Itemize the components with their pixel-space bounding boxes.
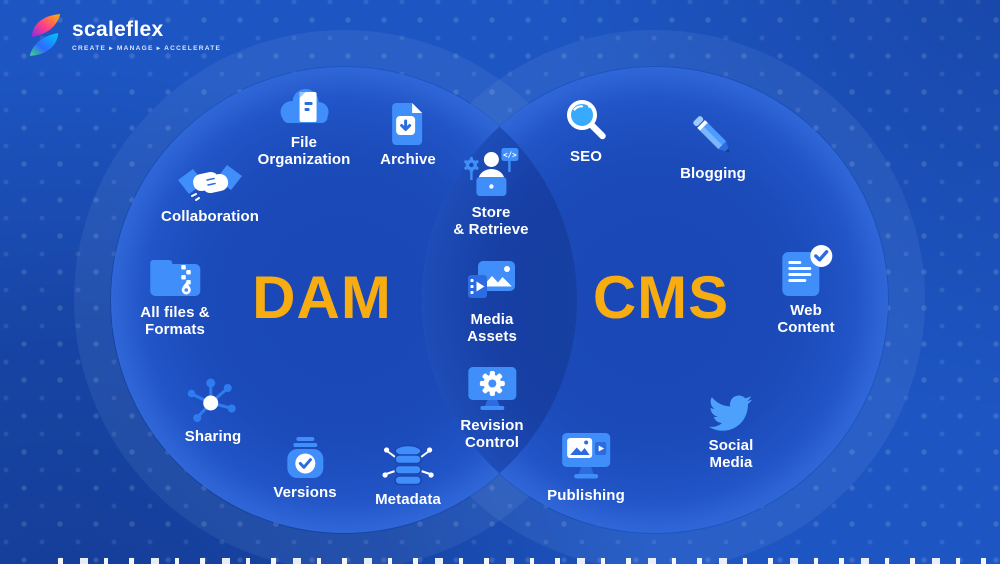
cropped-bottom-text: [58, 558, 988, 564]
dam-title: DAM: [252, 264, 392, 331]
media-assets-icon: [468, 261, 515, 298]
feature-label: Collaboration: [161, 208, 259, 225]
revision-gear-icon: [467, 367, 516, 410]
share-network-icon: [187, 378, 236, 422]
feature-blogging: Blogging: [680, 111, 746, 183]
cms-title: CMS: [592, 264, 730, 331]
feature-web-content: Web Content: [777, 244, 835, 337]
scaleflex-logo: scaleflex CREATE ▸ MANAGE ▸ ACCELERATE: [25, 13, 221, 57]
feature-label: Revision Control: [460, 417, 524, 451]
scaleflex-logo-icon: [29, 14, 61, 56]
feature-seo: SEO: [561, 96, 611, 166]
feature-label: Blogging: [680, 165, 746, 182]
feature-label: Store & Retrieve: [453, 204, 529, 238]
brand-tagline: CREATE ▸ MANAGE ▸ ACCELERATE: [72, 44, 222, 52]
feature-label: Publishing: [547, 487, 625, 504]
pencil-icon: [693, 116, 730, 153]
feature-all-files-formats: All files & Formats: [140, 256, 210, 339]
monitor-publish-icon: [561, 433, 610, 479]
feature-label: Versions: [273, 484, 337, 501]
folder-files-icon: [149, 260, 200, 296]
feature-label: SEO: [570, 148, 602, 165]
brand-name: scaleflex: [72, 17, 164, 41]
feature-label: Social Media: [708, 437, 754, 471]
twitter-bird-icon: [709, 395, 753, 431]
feature-label: All files & Formats: [140, 304, 210, 338]
feature-label: File Organization: [257, 134, 351, 168]
feature-label: Sharing: [184, 428, 242, 445]
feature-collaboration: Collaboration: [161, 162, 259, 226]
svg-text:</>: </>: [503, 151, 517, 160]
feature-sharing: Sharing: [185, 376, 242, 446]
feature-label: Archive: [380, 151, 436, 168]
feature-metadata: Metadata: [375, 441, 441, 509]
feature-label: Web Content: [777, 302, 835, 336]
cloud-file-icon: [281, 89, 329, 123]
overlap-region: [422, 67, 577, 533]
document-check-icon: [781, 245, 832, 296]
user-workstation-icon: </>: [463, 148, 518, 196]
feature-versions: Versions: [273, 436, 337, 502]
database-icon: [382, 444, 434, 486]
versions-check-icon: [287, 437, 323, 478]
feature-label: Media Assets: [467, 311, 517, 345]
archive-download-icon: [391, 103, 422, 145]
feature-archive: Archive: [380, 99, 436, 169]
feature-store-retrieve: </> Store & Retrieve: [453, 146, 529, 239]
feature-media-assets: Media Assets: [466, 259, 518, 346]
feature-social-media: Social Media: [709, 395, 754, 472]
handshake-icon: [178, 165, 242, 201]
logo-text: scaleflex CREATE ▸ MANAGE ▸ ACCELERATE: [72, 19, 221, 52]
feature-label: Metadata: [375, 491, 441, 508]
feature-publishing: Publishing: [547, 431, 625, 505]
feature-file-organization: File Organization: [258, 84, 351, 169]
feature-revision-control: Revision Control: [460, 365, 524, 452]
magnifier-icon: [567, 100, 606, 140]
